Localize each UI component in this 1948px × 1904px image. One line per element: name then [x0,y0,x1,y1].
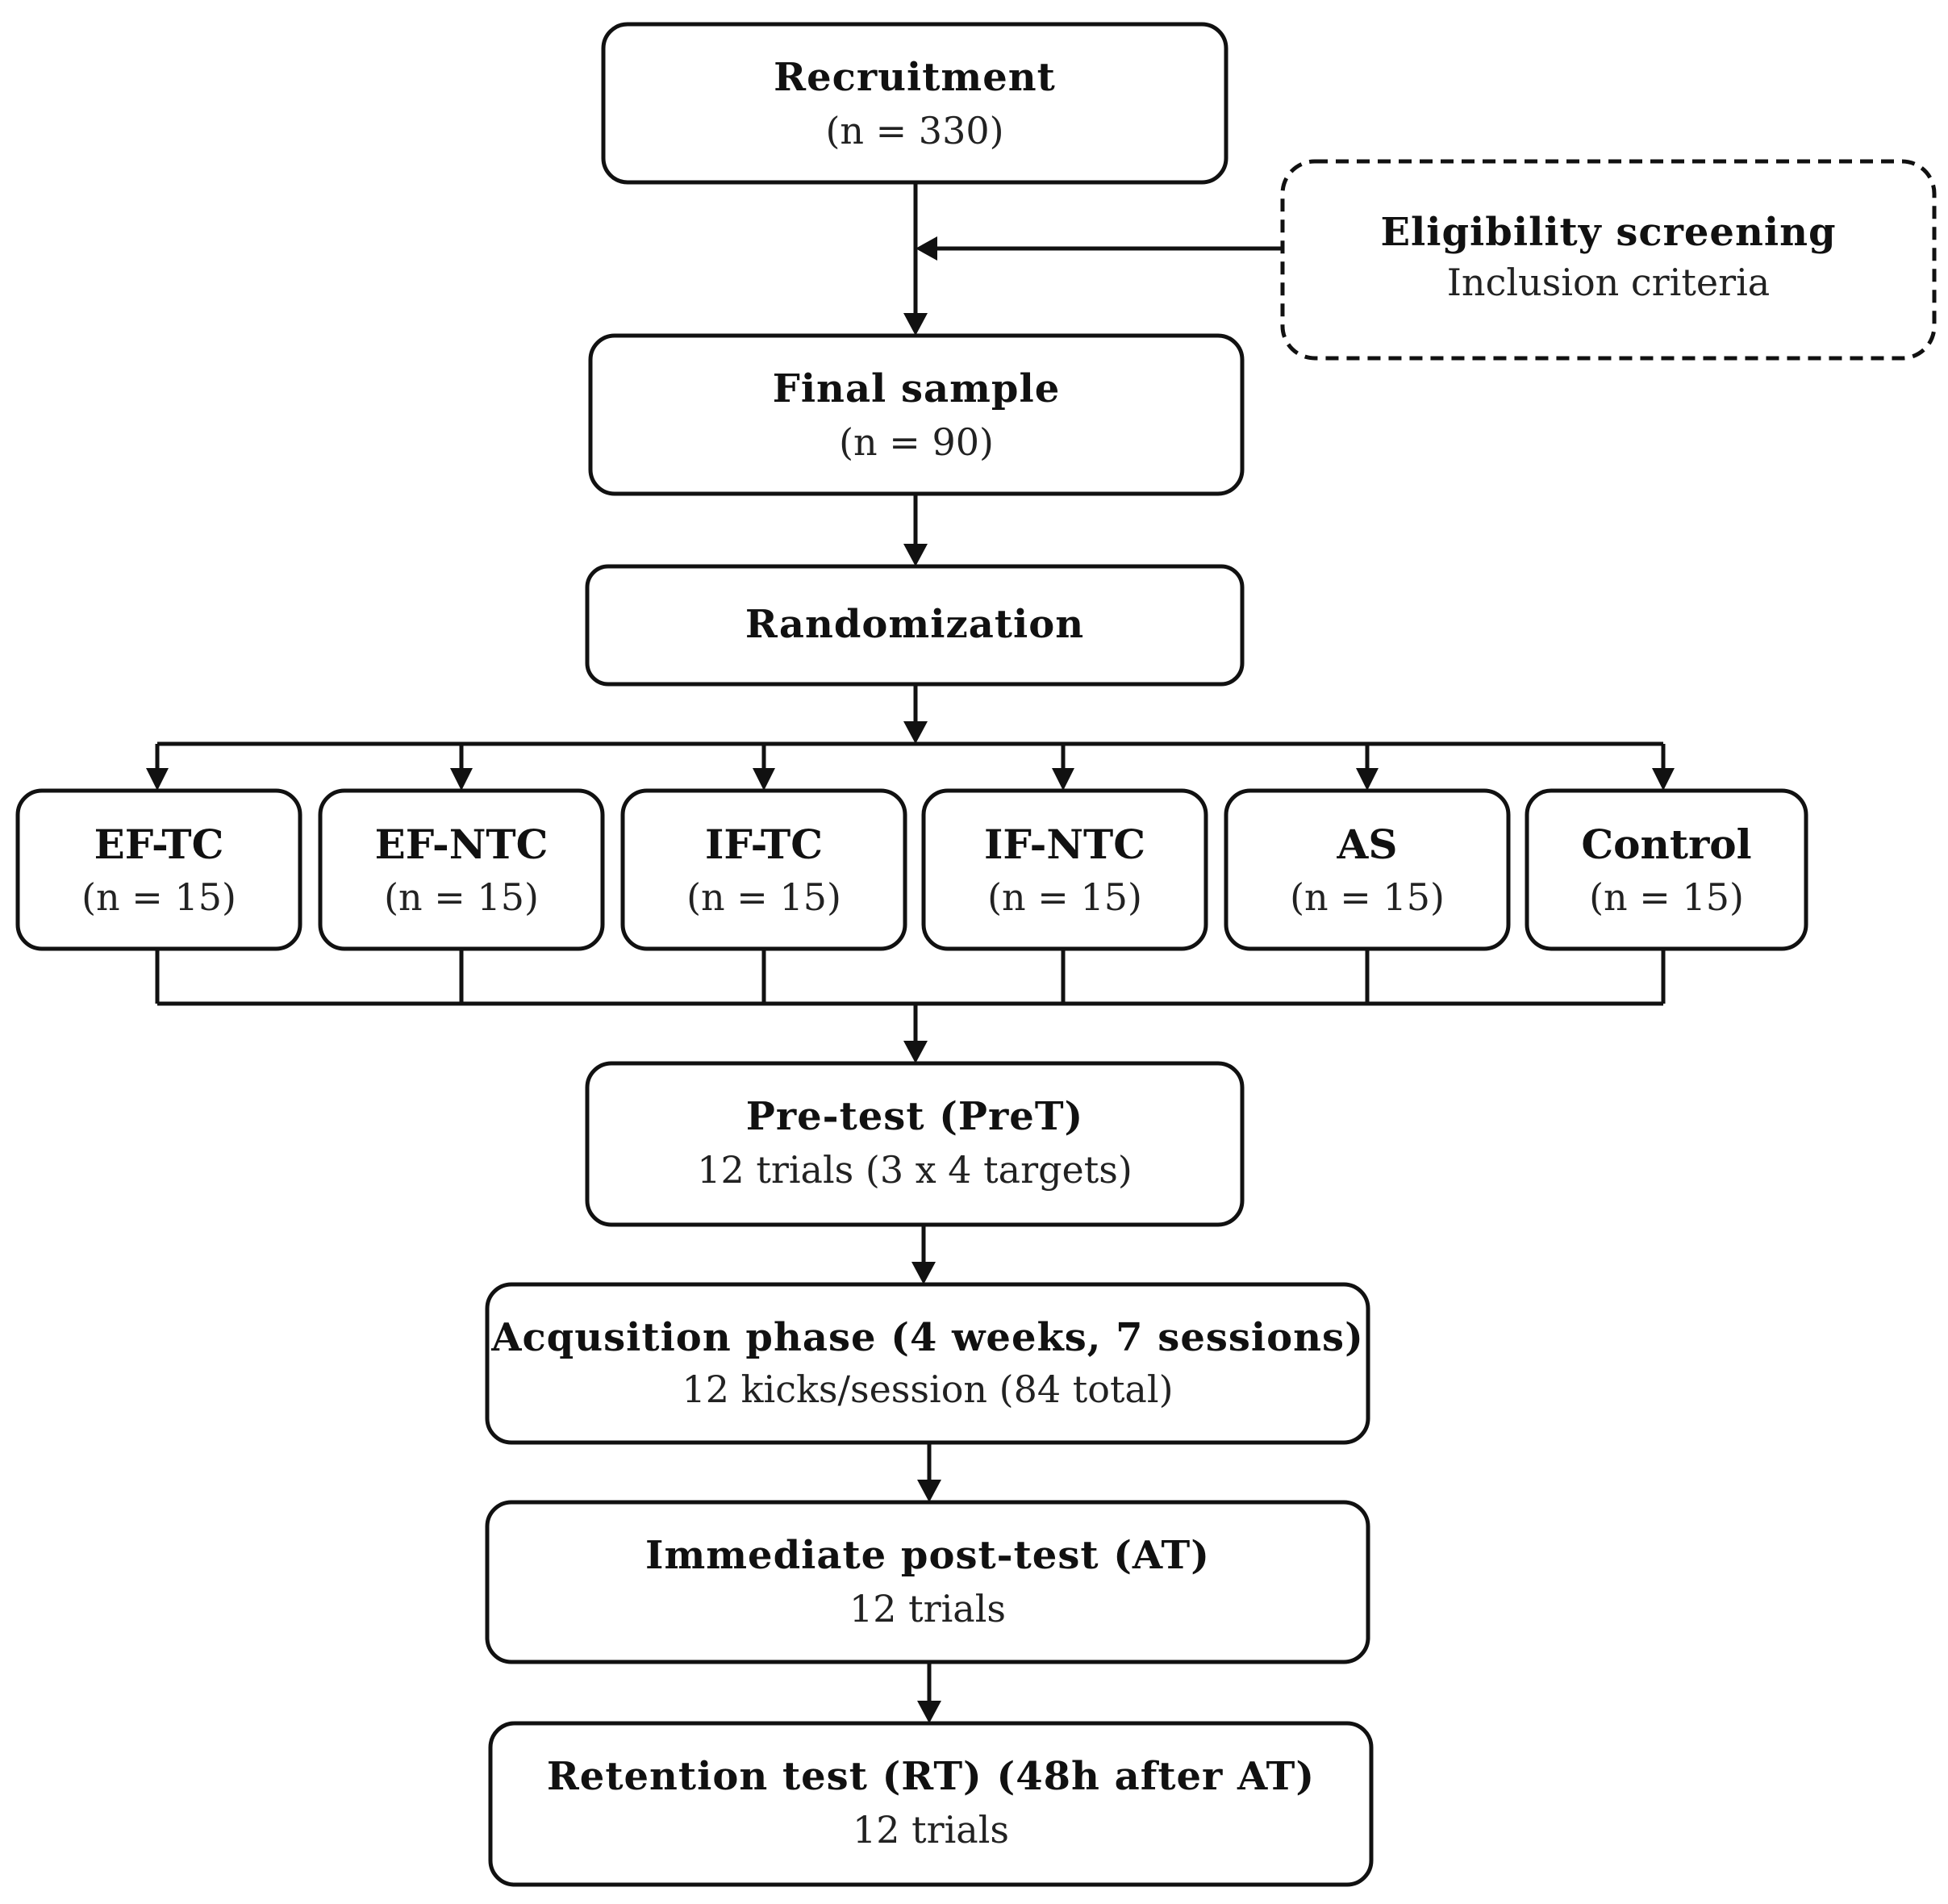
group-box [620,788,907,951]
recruitment-title: Recruitment [774,55,1056,100]
posttest-box [485,1500,1370,1664]
arrowhead-group-3 [753,768,775,791]
group-box [921,788,1208,951]
arrowhead-group-6 [1652,768,1675,791]
arrowhead-eligibility [916,236,937,261]
arrowhead-final-sample [903,313,928,336]
group-title: Control [1581,820,1751,868]
groups-row: EF-TC (n = 15) EF-NTC (n = 15) IF-TC (n … [15,788,1808,951]
retention-box [488,1721,1374,1887]
arrowhead-randomization [903,544,928,566]
final-sample-box [588,333,1245,496]
pretest-title: Pre-test (PreT) [746,1094,1084,1139]
arrowhead-acquisition [911,1262,936,1284]
node-pretest: Pre-test (PreT) 12 trials (3 x 4 targets… [585,1061,1245,1227]
arrowhead-pretest [903,1041,928,1063]
group-title: IF-TC [705,820,823,868]
group-box [15,788,302,951]
group-count: (n = 15) [686,875,841,919]
acquisition-title: Acqusition phase (4 weeks, 7 sessions) [490,1315,1364,1360]
randomization-title: Randomization [745,602,1084,647]
group-title: AS [1337,820,1398,868]
group-box [1525,788,1808,951]
eligibility-title: Eligibility screening [1380,210,1836,255]
group-count: (n = 15) [384,875,539,919]
group-node: Control (n = 15) [1525,788,1808,951]
group-node: EF-NTC (n = 15) [318,788,605,951]
arrowhead-group-1 [146,768,169,791]
group-title: EF-TC [94,820,224,868]
eligibility-box [1280,159,1937,361]
node-randomization: Randomization [585,564,1245,687]
node-eligibility: Eligibility screening Inclusion criteria [1280,159,1937,361]
group-title: IF-NTC [984,820,1145,868]
arrowhead-group-4 [1052,768,1074,791]
recruitment-count: (n = 330) [825,109,1003,152]
arrowhead-group-2 [450,768,473,791]
recruitment-box [601,22,1228,185]
posttest-detail: 12 trials [849,1587,1006,1631]
node-acquisition: Acqusition phase (4 weeks, 7 sessions) 1… [485,1282,1370,1445]
connectors [146,184,1675,1723]
node-final-sample: Final sample (n = 90) [588,333,1245,496]
arrowhead-branch [903,721,928,744]
group-box [318,788,605,951]
retention-title: Retention test (RT) (48h after AT) [547,1754,1315,1799]
group-node: AS (n = 15) [1224,788,1511,951]
group-node: IF-NTC (n = 15) [921,788,1208,951]
group-count: (n = 15) [81,875,236,919]
retention-detail: 12 trials [853,1808,1009,1852]
arrowhead-group-5 [1356,768,1379,791]
acquisition-detail: 12 kicks/session (84 total) [682,1367,1173,1411]
group-node: IF-TC (n = 15) [620,788,907,951]
eligibility-criteria: Inclusion criteria [1447,261,1770,304]
arrowhead-posttest [917,1480,941,1502]
node-recruitment: Recruitment (n = 330) [601,22,1228,185]
final-sample-count: (n = 90) [839,420,994,464]
final-sample-title: Final sample [773,366,1061,411]
randomization-box [585,564,1245,687]
group-box [1224,788,1511,951]
node-retention: Retention test (RT) (48h after AT) 12 tr… [488,1721,1374,1887]
node-posttest: Immediate post-test (AT) 12 trials [485,1500,1370,1664]
group-count: (n = 15) [987,875,1142,919]
pretest-box [585,1061,1245,1227]
group-count: (n = 15) [1290,875,1445,919]
group-title: EF-NTC [375,820,549,868]
posttest-title: Immediate post-test (AT) [645,1533,1210,1578]
pretest-detail: 12 trials (3 x 4 targets) [697,1148,1133,1192]
arrowhead-retention [917,1701,941,1723]
group-count: (n = 15) [1589,875,1744,919]
acquisition-box [485,1282,1370,1445]
group-node: EF-TC (n = 15) [15,788,302,951]
